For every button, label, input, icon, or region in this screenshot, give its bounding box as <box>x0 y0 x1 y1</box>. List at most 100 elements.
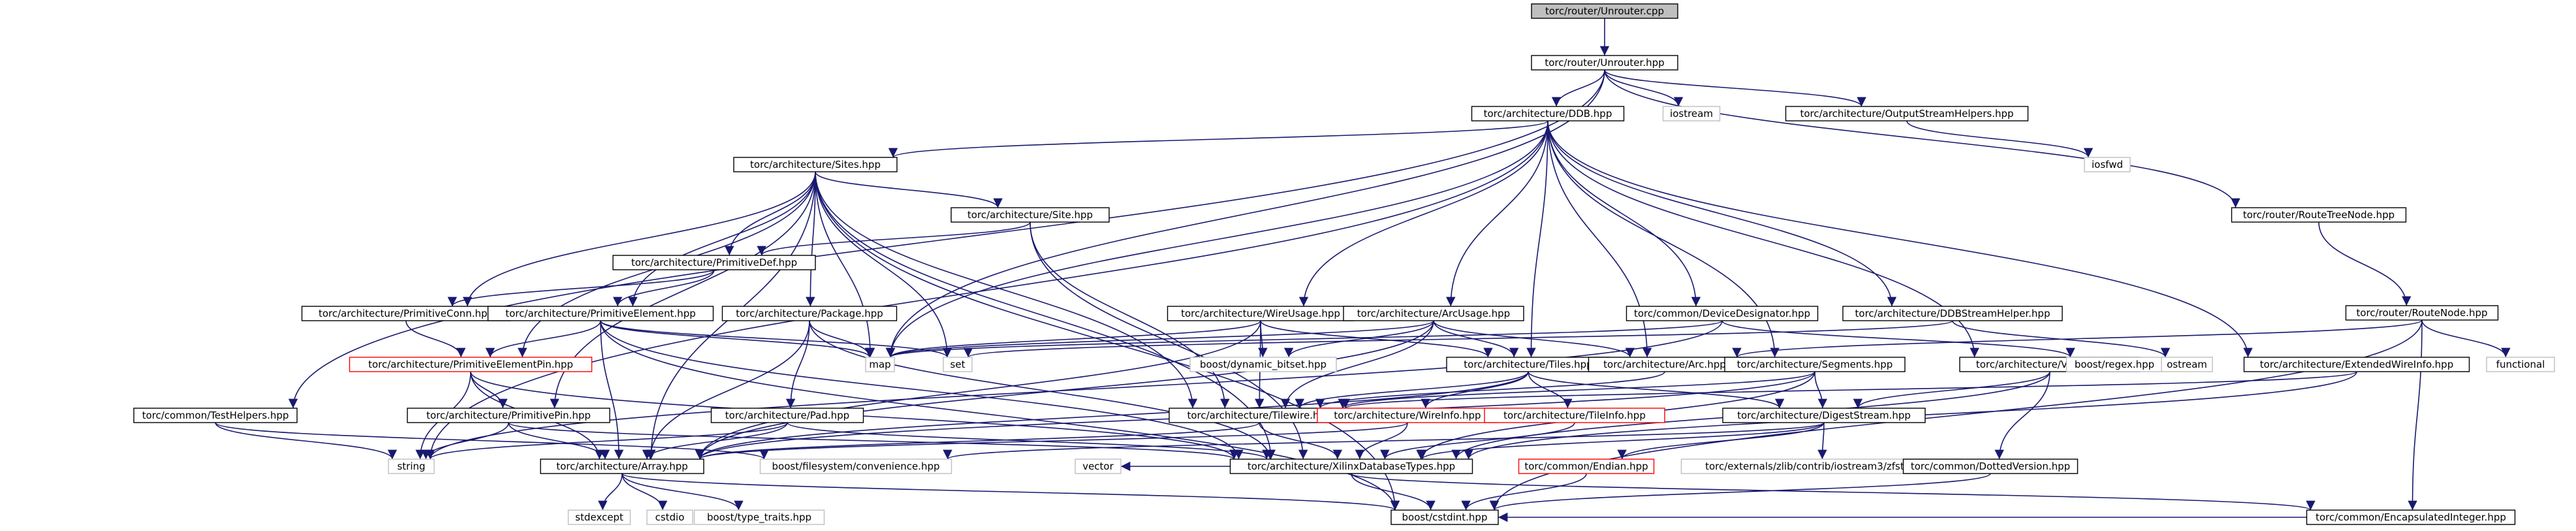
node-xdbtypes[interactable]: torc/architecture/XilinxDatabaseTypes.hp… <box>1229 459 1473 474</box>
node-array[interactable]: torc/architecture/Array.hpp <box>540 459 704 474</box>
node-label: boost/type_traits.hpp <box>707 511 811 524</box>
node-label: torc/router/RouteNode.hpp <box>2356 307 2487 319</box>
node-box <box>487 306 714 321</box>
node-box <box>646 509 693 525</box>
edge-dottedver-to-cstdint <box>1490 473 1991 511</box>
node-extwireinfo[interactable]: torc/architecture/ExtendedWireInfo.hpp <box>2243 357 2470 372</box>
edge-tiles-to-tileinfo <box>1528 371 1573 409</box>
node-label: boost/regex.hpp <box>2075 359 2154 370</box>
node-routetreenode[interactable]: torc/router/RouteTreeNode.hpp <box>2231 207 2407 223</box>
node-ddb[interactable]: torc/architecture/DDB.hpp <box>1471 106 1625 121</box>
node-sites[interactable]: torc/architecture/Sites.hpp <box>733 157 898 172</box>
node-osh[interactable]: torc/architecture/OutputStreamHelpers.hp… <box>1785 106 2029 121</box>
edge-ddb-to-ddbsh <box>1547 120 1897 307</box>
node-box <box>950 207 1110 223</box>
node-package[interactable]: torc/architecture/Package.hpp <box>721 306 898 321</box>
edge-ddbsh-to-set <box>964 320 1953 358</box>
node-site[interactable]: torc/architecture/Site.hpp <box>950 207 1110 223</box>
edge-array-to-typetraits <box>621 473 744 511</box>
node-label: torc/architecture/DigestStream.hpp <box>1737 410 1911 421</box>
edge-package-to-pad <box>785 320 810 409</box>
edge-ddb-to-arcusage <box>1446 120 1548 307</box>
edge-ddb-to-devdesig <box>1547 120 1701 307</box>
edge-ddb-to-extwireinfo <box>1547 120 2253 358</box>
node-tileinfo[interactable]: torc/architecture/TileInfo.hpp <box>1484 408 1665 423</box>
node-box <box>2345 305 2499 321</box>
node-box <box>2231 207 2407 223</box>
node-box <box>1518 459 1655 474</box>
node-testhelpers[interactable]: torc/common/TestHelpers.hpp <box>133 408 298 423</box>
edge-array-to-cstdint <box>621 473 1400 511</box>
node-box <box>1626 306 1819 321</box>
node-box <box>1484 408 1665 423</box>
edge-xdbtypes-to-encint <box>1351 473 2315 511</box>
node-ddbsh[interactable]: torc/architecture/DDBStreamHelper.hpp <box>1842 306 2063 321</box>
edge-wireusage-to-tiles <box>1260 320 1493 358</box>
node-dottedver[interactable]: torc/common/DottedVersion.hpp <box>1902 459 2079 474</box>
node-pad[interactable]: torc/architecture/Pad.hpp <box>710 408 864 423</box>
node-box <box>2486 357 2555 372</box>
node-fsconv: boost/filesystem/convenience.hpp <box>759 459 952 474</box>
edge-ddb-to-tiles <box>1526 120 1548 358</box>
edge-devdesig-to-regex <box>1721 320 2075 358</box>
edge-tileinfo-to-xdbtypes <box>1380 422 1575 460</box>
node-box <box>1531 55 1678 71</box>
node-box <box>1722 408 1926 423</box>
node-set: set <box>943 357 973 372</box>
edge-wireinfo-to-array <box>695 422 1408 460</box>
node-wireusage[interactable]: torc/architecture/WireUsage.hpp <box>1167 306 1355 321</box>
node-label: torc/router/RouteTreeNode.hpp <box>2243 209 2395 221</box>
edge-unrouter_hpp-to-ddb <box>1551 69 1605 107</box>
node-endian[interactable]: torc/common/Endian.hpp <box>1518 459 1655 474</box>
node-box <box>133 408 298 423</box>
node-primpin[interactable]: torc/architecture/PrimitivePin.hpp <box>407 408 610 423</box>
edge-routenode-to-functional <box>2421 319 2511 358</box>
node-stdexcept: stdexcept <box>567 509 631 525</box>
node-box <box>407 408 610 423</box>
node-wireinfo[interactable]: torc/architecture/WireInfo.hpp <box>1317 408 1498 423</box>
edge-devdesig-to-string <box>426 320 1723 460</box>
node-unrouter-cpp[interactable]: torc/router/Unrouter.cpp <box>1531 3 1678 19</box>
edge-tilewire-to-array <box>695 422 1260 460</box>
node-label: boost/dynamic_bitset.hpp <box>1200 359 1327 371</box>
node-box <box>1842 306 2063 321</box>
edge-wireusage-to-array <box>695 320 1261 460</box>
node-box <box>2306 509 2516 525</box>
node-segments[interactable]: torc/architecture/Segments.hpp <box>1724 357 1906 372</box>
edge-tiles-to-digest <box>1528 371 1785 409</box>
edge-routenode-to-arc <box>1732 319 2423 358</box>
edge-sites-to-xdbtypes <box>815 171 1276 460</box>
node-tilewire[interactable]: torc/architecture/Tilewire.hpp <box>1169 408 1350 423</box>
node-tiles[interactable]: torc/architecture/Tiles.hpp <box>1446 357 1610 372</box>
edge-digest-to-endian <box>1617 422 1825 460</box>
node-arc[interactable]: torc/architecture/Arc.hpp <box>1588 357 1742 372</box>
node-box <box>1075 459 1122 474</box>
node-label: torc/architecture/WireUsage.hpp <box>1181 308 1340 319</box>
node-box <box>1531 3 1678 19</box>
edge-sites-to-primconn <box>462 171 816 307</box>
node-primelempin[interactable]: torc/architecture/PrimitiveElementPin.hp… <box>349 357 593 372</box>
node-encint[interactable]: torc/common/EncapsulatedInteger.hpp <box>2306 509 2516 525</box>
edge-tiles-to-tilewire <box>1295 371 1529 409</box>
edge-unrouter_hpp-to-routetreenode <box>1604 69 2240 208</box>
node-devdesig[interactable]: torc/common/DeviceDesignator.hpp <box>1626 306 1819 321</box>
node-arcusage[interactable]: torc/architecture/ArcUsage.hpp <box>1343 306 1524 321</box>
edge-site-to-primdef <box>757 221 1031 256</box>
node-cstdio: cstdio <box>646 509 693 525</box>
node-primdef[interactable]: torc/architecture/PrimitiveDef.hpp <box>612 255 816 270</box>
node-label: torc/architecture/PrimitiveConn.hpp <box>319 308 494 319</box>
node-digest[interactable]: torc/architecture/DigestStream.hpp <box>1722 408 1926 423</box>
node-label: torc/architecture/Sites.hpp <box>750 159 881 170</box>
edge-tiles-to-wireinfo <box>1421 371 1529 409</box>
node-primelem[interactable]: torc/architecture/PrimitiveElement.hpp <box>487 306 714 321</box>
edge-package-to-map <box>809 320 875 358</box>
node-routenode[interactable]: torc/router/RouteNode.hpp <box>2345 305 2499 321</box>
node-primconn[interactable]: torc/architecture/PrimitiveConn.hpp <box>301 306 511 321</box>
node-label: torc/router/Unrouter.cpp <box>1545 5 1664 17</box>
node-label: torc/architecture/Tiles.hpp <box>1464 359 1592 370</box>
edge-routenode-to-encint <box>2408 319 2423 511</box>
node-label: stdexcept <box>575 511 623 523</box>
node-unrouter-hpp[interactable]: torc/router/Unrouter.hpp <box>1531 55 1678 71</box>
node-cstdint[interactable]: boost/cstdint.hpp <box>1390 509 1499 525</box>
